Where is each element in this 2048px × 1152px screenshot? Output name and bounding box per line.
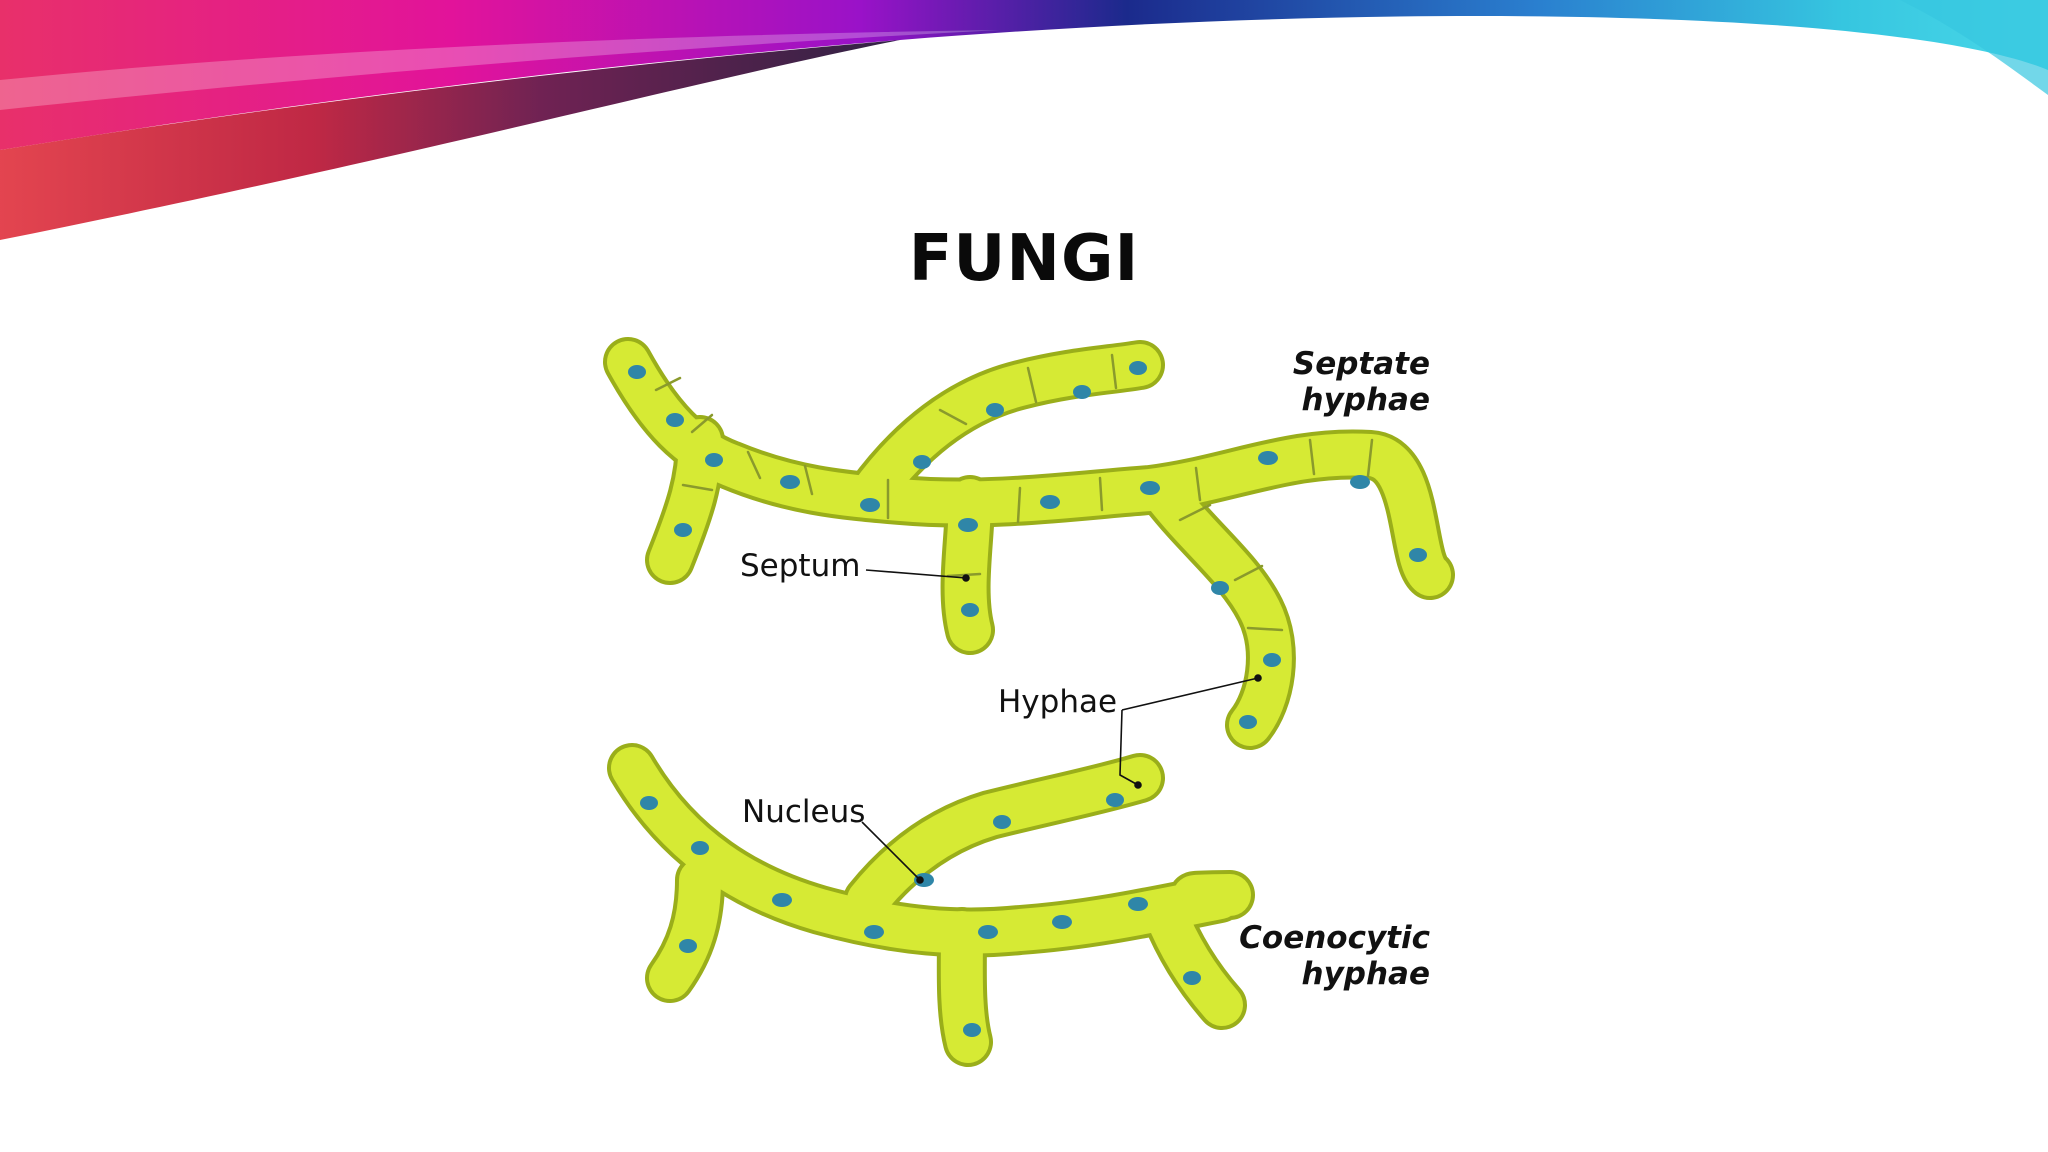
septate-hyphae-illustration [603, 337, 1455, 750]
septate-label-line1: Septate [1292, 346, 1430, 382]
septate-label-line2: hyphae [1301, 382, 1430, 418]
septate-hyphae-label: Septate hyphae [1170, 346, 1430, 418]
coenocytic-hyphae-illustration [607, 743, 1255, 1067]
coenocytic-label-line1: Coenocytic [1239, 920, 1430, 956]
hyphae-label: Hyphae [998, 684, 1118, 720]
header-banner [0, 0, 2048, 240]
nucleus-label: Nucleus [742, 794, 866, 830]
septum-label: Septum [740, 548, 861, 584]
slide-title: FUNGI [908, 222, 1140, 296]
coenocytic-hyphae-label: Coenocytic hyphae [1170, 920, 1430, 992]
coenocytic-label-line2: hyphae [1301, 956, 1430, 992]
label-leader-lines [861, 569, 1262, 884]
